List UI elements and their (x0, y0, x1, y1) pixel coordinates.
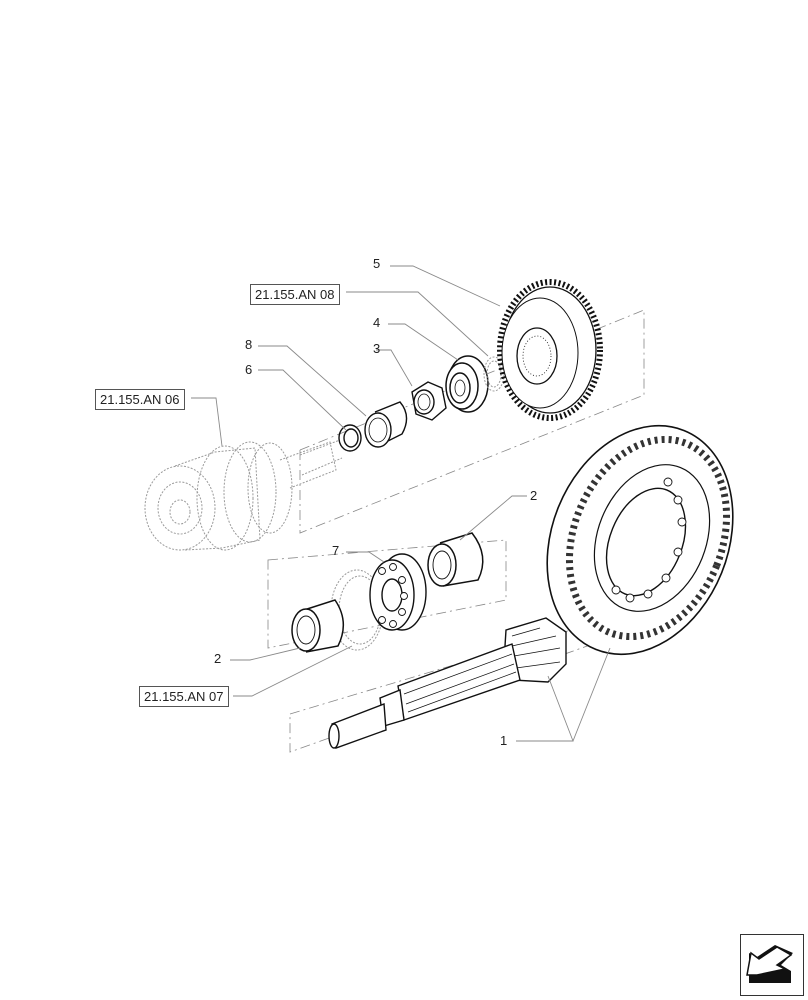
callout-3: 3 (373, 341, 381, 356)
splined-sleeve (364, 401, 408, 448)
spacer-bushing-lower (291, 599, 344, 653)
callout-5: 5 (373, 256, 381, 271)
reference-21-155-an-08[interactable]: 21.155.AN 08 (250, 284, 340, 305)
callout-1: 1 (500, 733, 508, 748)
callout-6: 6 (245, 362, 253, 377)
hex-nut (411, 381, 447, 421)
callout-2-lower: 2 (214, 651, 222, 666)
callout-2-upper: 2 (530, 488, 538, 503)
crown-wheel (546, 424, 734, 656)
callout-7: 7 (332, 543, 340, 558)
callout-4: 4 (373, 315, 381, 330)
snap-ring (338, 424, 362, 452)
back-arrow-icon[interactable] (740, 934, 804, 996)
phantom-clutch-assembly (144, 439, 343, 551)
reference-21-155-an-07[interactable]: 21.155.AN 07 (139, 686, 229, 707)
leader-lines (191, 265, 611, 742)
pinion-shaft (328, 617, 567, 749)
flanged-bushing (445, 355, 489, 413)
spacer-bushing-upper (427, 532, 484, 587)
callout-8: 8 (245, 337, 253, 352)
spur-gear (497, 279, 603, 421)
ball-bearing (369, 553, 427, 631)
reference-21-155-an-06[interactable]: 21.155.AN 06 (95, 389, 185, 410)
